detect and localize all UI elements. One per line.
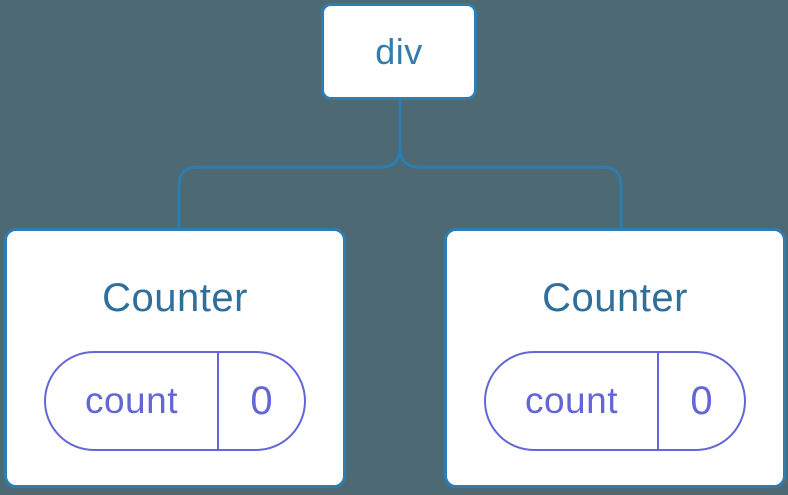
state-value-cell: 0 [219,353,304,449]
connector-right-branch [398,99,623,229]
state-pill: count 0 [44,351,306,451]
root-node-label: div [375,30,423,72]
state-key-cell: count [46,353,217,449]
component-node-left: Counter count 0 [4,228,346,488]
component-node-right: Counter count 0 [444,228,786,488]
connector-left-branch [177,99,402,229]
state-key-label: count [84,380,178,421]
state-pill: count 0 [484,351,746,451]
state-key-cell: count [486,353,657,449]
root-node: div [321,3,477,100]
state-value: 0 [690,378,713,423]
component-node-label: Counter [102,276,248,320]
component-node-label: Counter [542,276,688,320]
pill-divider [217,353,219,449]
pill-divider [657,353,659,449]
state-value: 0 [250,378,273,423]
state-key-label: count [524,380,618,421]
state-value-cell: 0 [659,353,744,449]
